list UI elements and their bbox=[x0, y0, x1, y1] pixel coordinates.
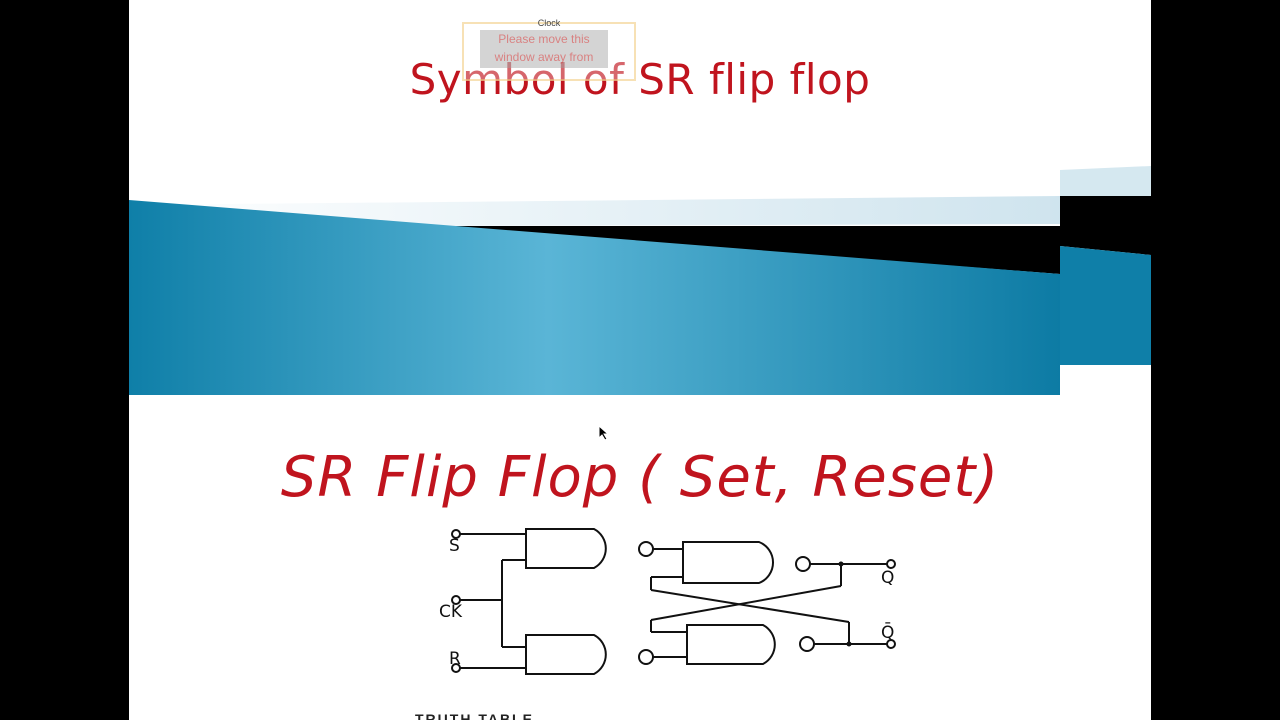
mouse-cursor-icon bbox=[598, 425, 610, 441]
sr-flip-flop-circuit: S CK R Q Q̄ bbox=[439, 528, 896, 675]
input-label-s: S bbox=[449, 536, 460, 556]
clock-popup-message: Please move this window away from bbox=[480, 30, 608, 68]
clock-popup-label: Clock bbox=[537, 18, 561, 28]
clock-popup[interactable]: Clock Please move this window away from bbox=[462, 18, 636, 81]
input-label-ck: CK bbox=[439, 602, 463, 622]
output-label-q-bar: Q̄ bbox=[881, 621, 894, 643]
blue-banner-decoration bbox=[129, 166, 1151, 395]
slide: Symbol of SR flip flop Clock Please move… bbox=[129, 0, 1151, 720]
output-label-q: Q bbox=[881, 568, 894, 588]
input-label-r: R bbox=[449, 649, 461, 669]
slide-subtitle: SR Flip Flop ( Set, Reset) bbox=[280, 445, 1000, 510]
slide-title: Symbol of SR flip flop bbox=[409, 55, 871, 104]
truth-table-heading: TRUTH TABLE bbox=[415, 712, 534, 720]
